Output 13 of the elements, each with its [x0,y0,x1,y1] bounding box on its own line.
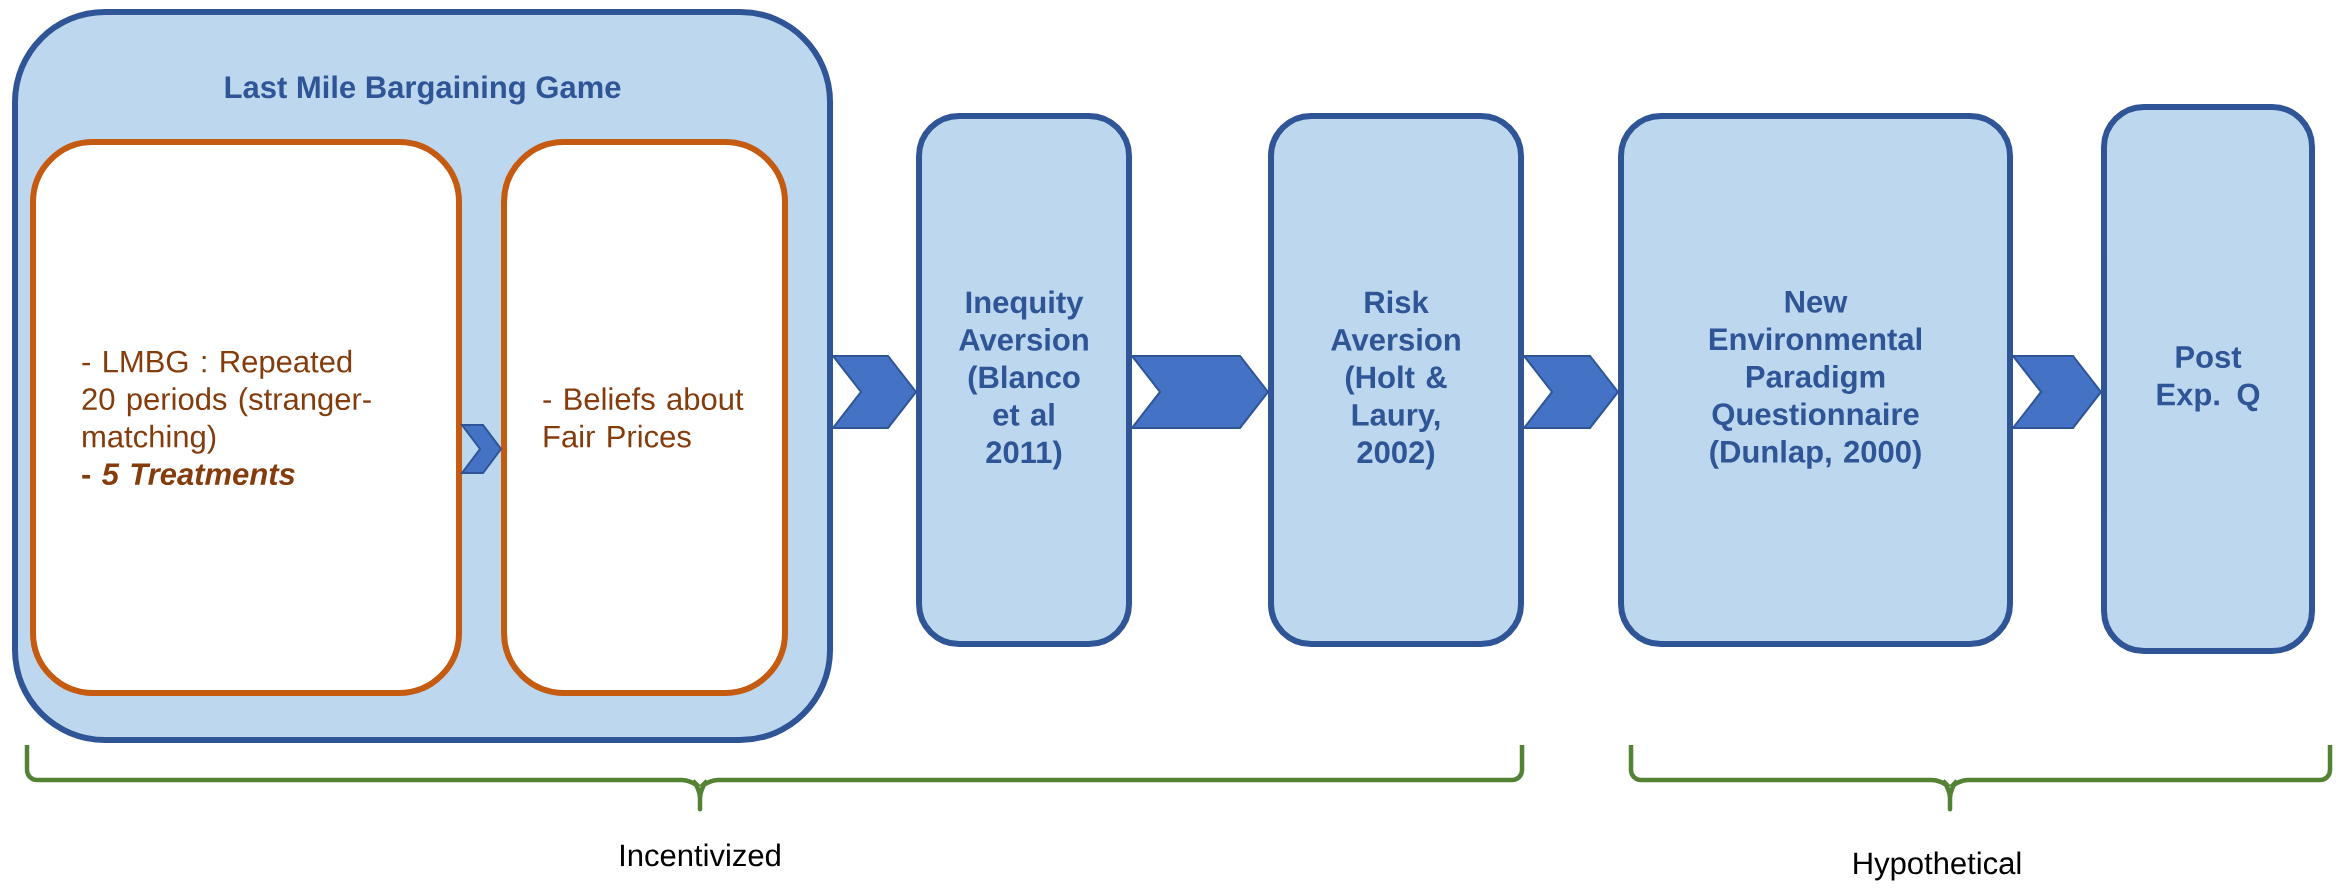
step-box: New Environmental Paradigm Questionnaire (Dunlap, 2000) [1618,113,2013,647]
task-box: - LMBG : Repeated 20 periods (stranger-matching) - 5 Treatments [30,139,462,696]
chevron-arrow [2010,355,2103,429]
step-box: Risk Aversion (Holt & Laury, 2002) [1268,113,1524,647]
task-box: - Beliefs about Fair Prices [501,139,788,696]
group-label: Incentivized [621,843,780,867]
chevron-arrow [830,355,918,429]
step-box: Post Exp. Q [2101,104,2315,654]
chevron-arrow [460,424,503,474]
chevron-arrow [1129,355,1270,429]
group-label: Hypothetical [1854,851,2021,881]
step-box: Inequity Aversion (Blanco et al 2011) [916,113,1132,647]
chevron-arrow [1521,355,1620,429]
